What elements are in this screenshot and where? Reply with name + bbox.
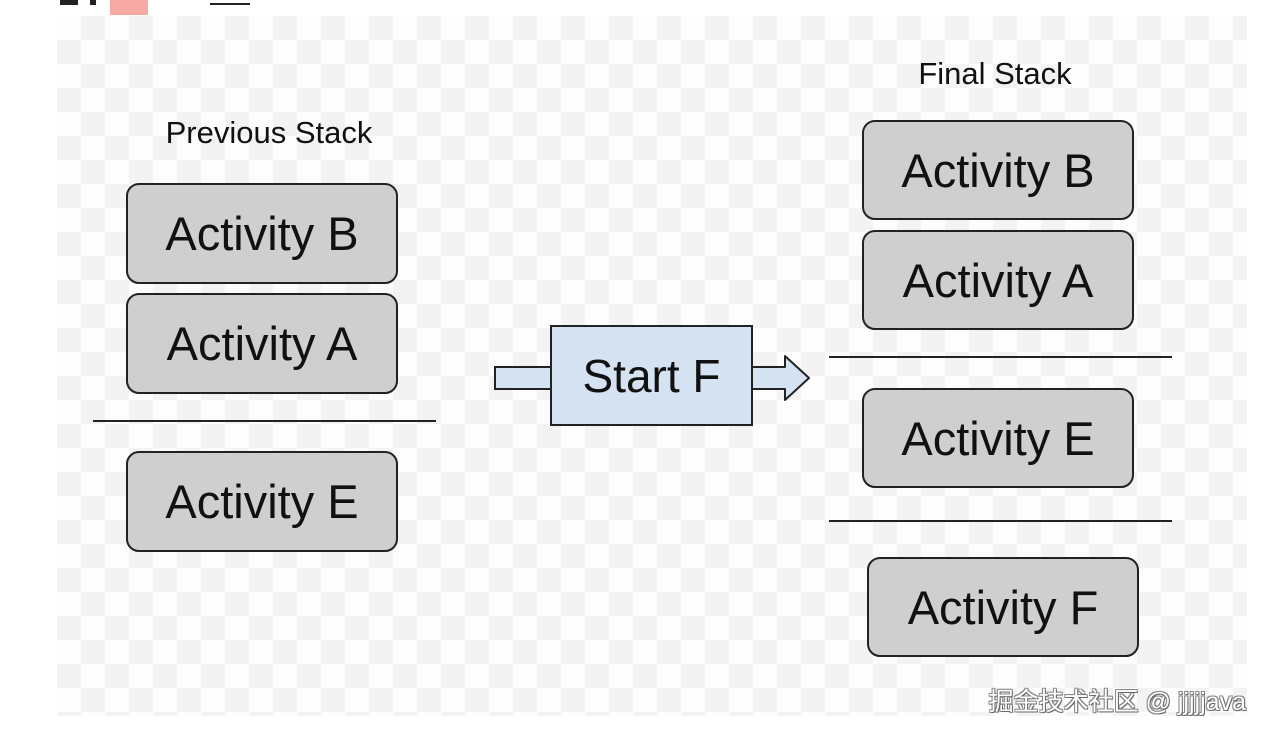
cropped-text-line	[60, 0, 1240, 6]
cropped-text-fragment	[90, 0, 96, 5]
previous-activity-a: Activity A	[126, 293, 398, 394]
arrow-head-icon	[749, 355, 810, 401]
cropped-text-fragment	[210, 3, 250, 5]
previous-stack-title: Previous Stack	[165, 115, 373, 150]
final-stack-title: Final Stack	[918, 56, 1072, 91]
final-activity-a: Activity A	[862, 230, 1134, 330]
final-activity-e: Activity E	[862, 388, 1134, 488]
arrow-tail	[494, 366, 558, 390]
final-activity-f: Activity F	[867, 557, 1139, 657]
watermark: 掘金技术社区 @ jjjjjava	[988, 688, 1246, 716]
cropped-text-fragment	[60, 0, 78, 5]
task-divider	[829, 356, 1172, 358]
start-f-action-box: Start F	[550, 325, 753, 426]
final-activity-b: Activity B	[862, 120, 1134, 220]
previous-activity-e: Activity E	[126, 451, 398, 552]
previous-activity-b: Activity B	[126, 183, 398, 284]
task-divider	[829, 520, 1172, 522]
arrow-graphic	[494, 355, 810, 401]
task-divider	[93, 420, 436, 422]
highlight-mark	[110, 0, 148, 15]
